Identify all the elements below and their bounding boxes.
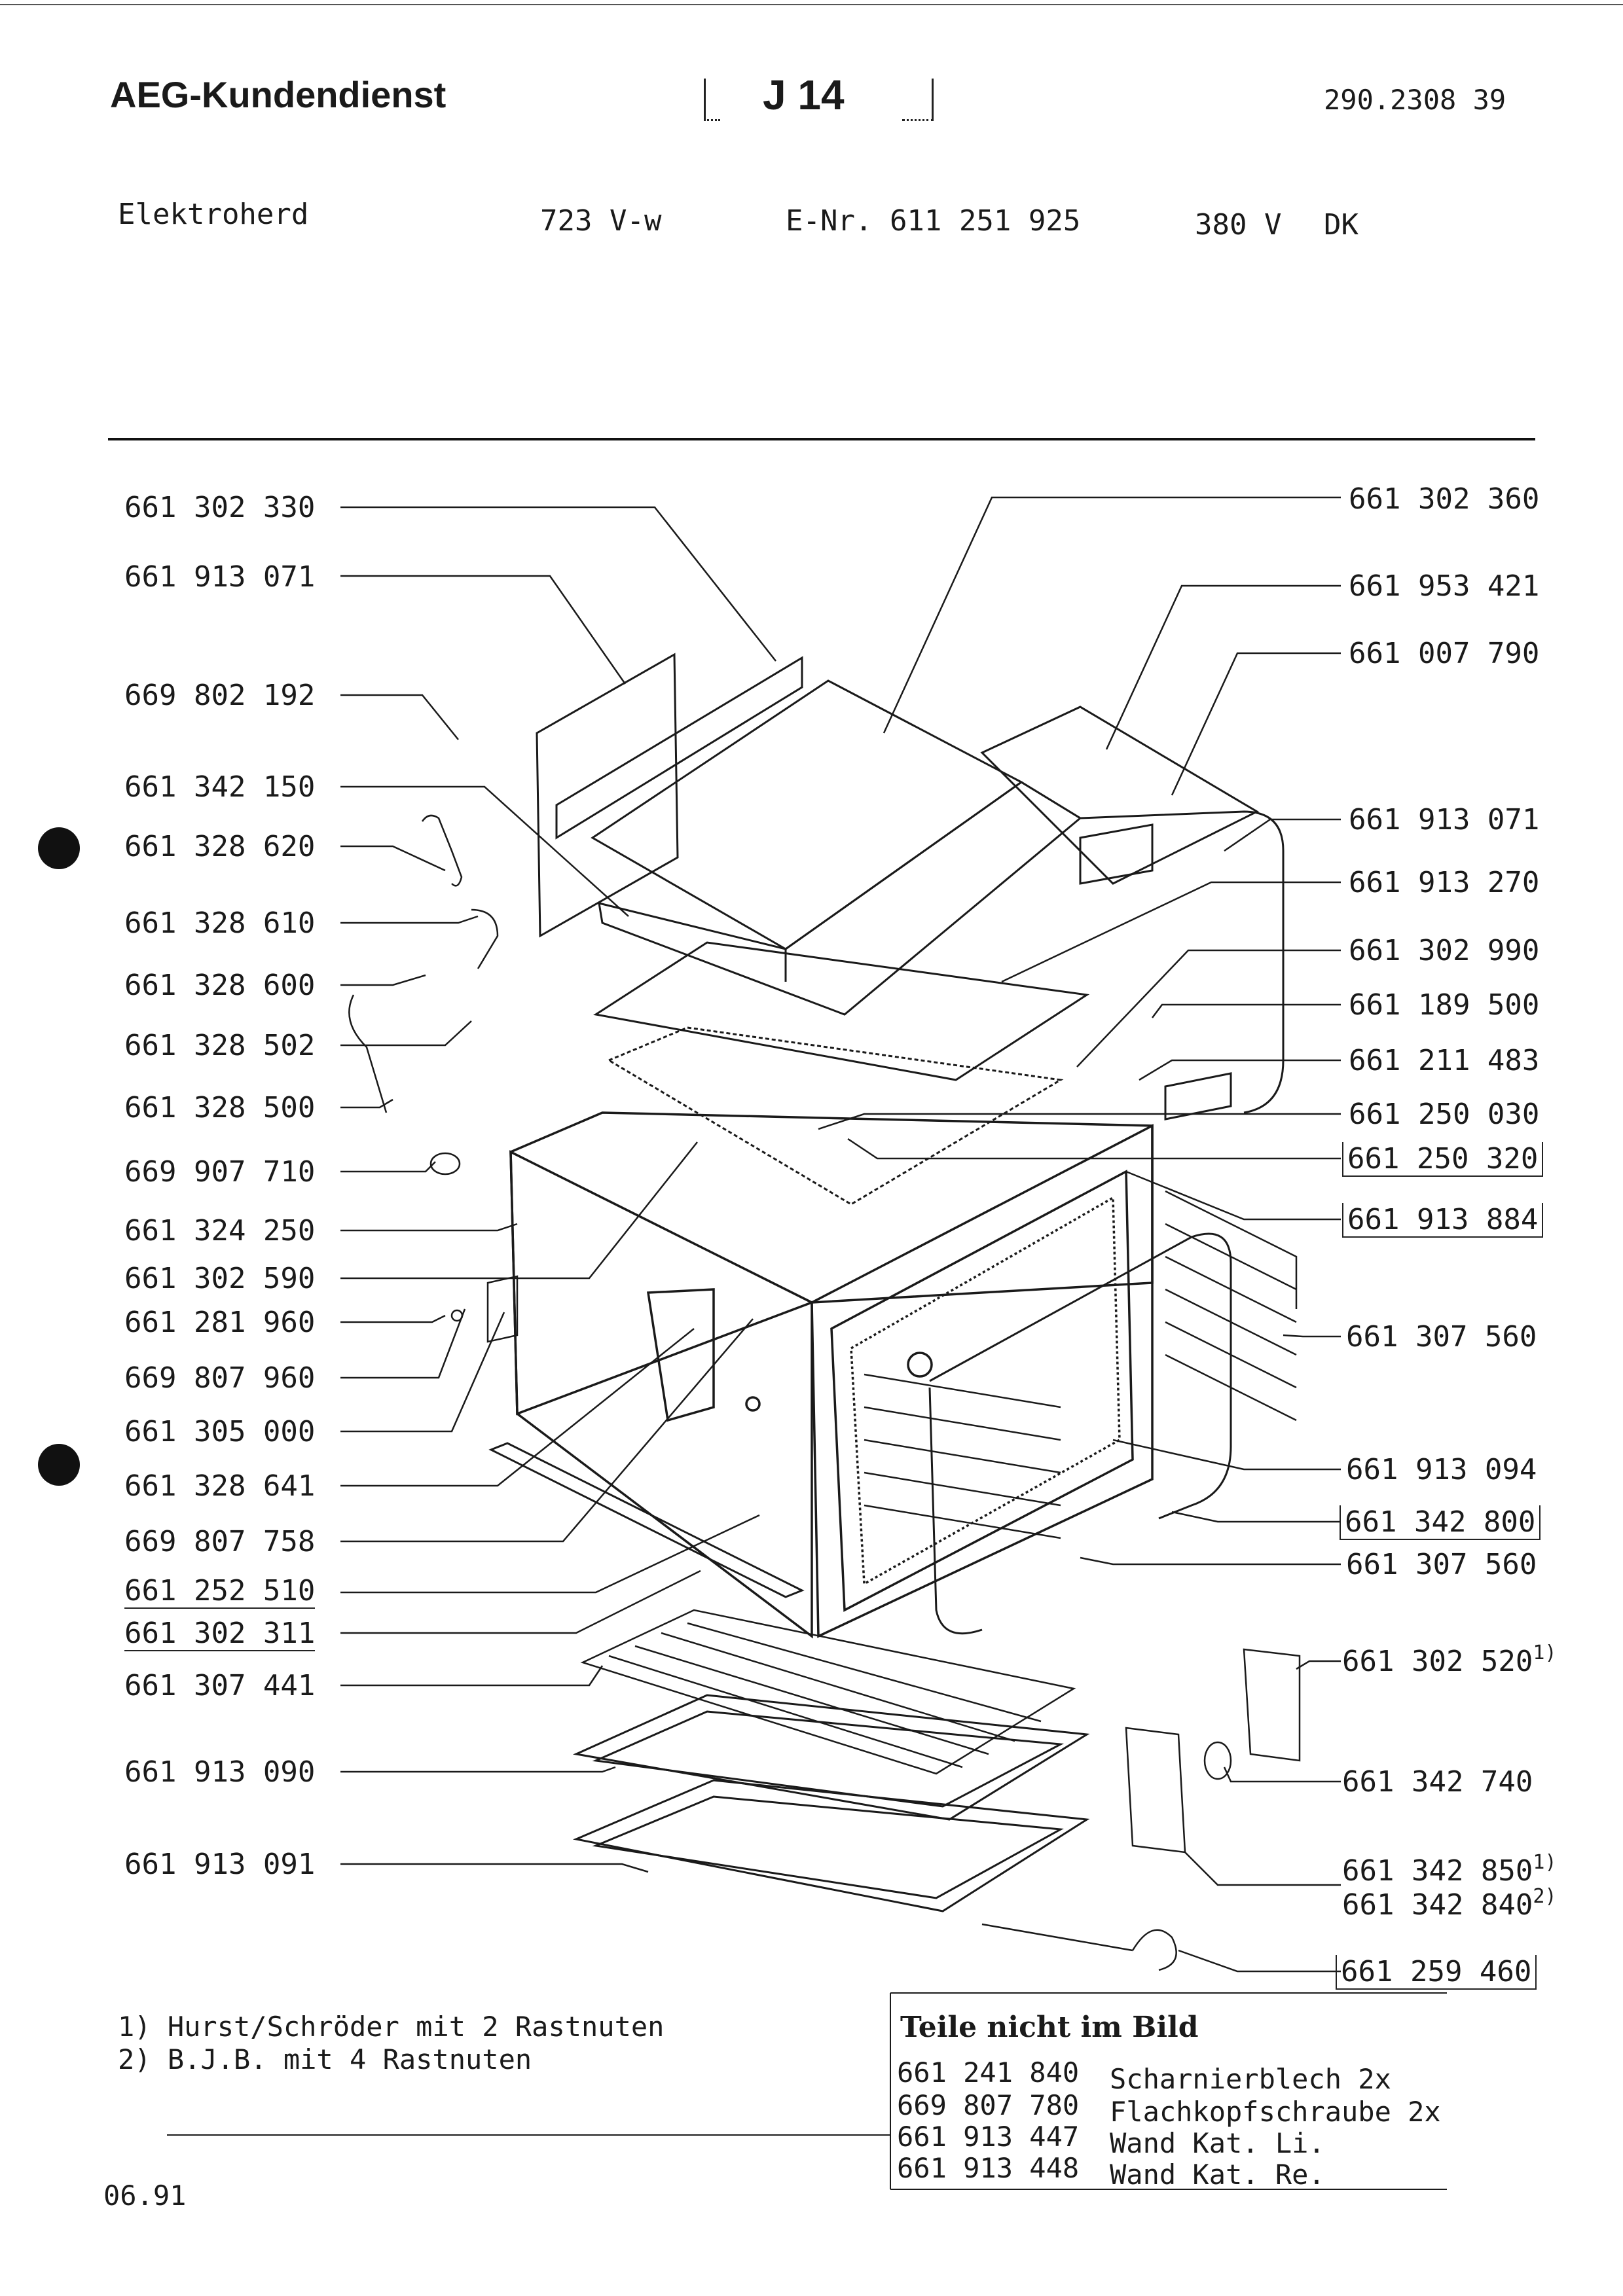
footnote-1: 1) Hurst/Schröder mit 2 Rastnuten	[118, 2011, 665, 2043]
part-number-right-footnoted: 661 342 8402)	[1342, 1885, 1557, 1922]
bullet-marker	[38, 827, 80, 869]
part-number-left: 669 807 758	[124, 1525, 316, 1558]
part-number-left: 661 328 620	[124, 830, 316, 863]
page-code: J 14	[763, 71, 845, 118]
part-number-left: 661 328 600	[124, 969, 316, 1002]
code-bracket-right	[902, 79, 934, 121]
part-number-left: 661 913 071	[124, 560, 316, 594]
document-number: 290.2308 39	[1324, 84, 1506, 116]
part-number-right: 661 189 500	[1349, 988, 1540, 1022]
table-rules	[167, 1992, 1447, 2190]
not-pictured-part: 661 241 840	[897, 2056, 1080, 2089]
part-number-left: 661 328 610	[124, 906, 316, 940]
part-number-text: 661 342 840	[1342, 1888, 1533, 1922]
part-number-left: 661 324 250	[124, 1214, 316, 1247]
e-number: E-Nr. 611 251 925	[786, 204, 1081, 238]
baking-tray	[572, 1694, 1090, 1821]
part-number-right: 661 302 360	[1349, 482, 1540, 516]
footnote-mark: 1)	[1533, 1641, 1557, 1664]
leader-lines-right	[818, 496, 1341, 1973]
part-number-right: 661 007 790	[1349, 637, 1540, 670]
part-number-left: 669 907 710	[124, 1155, 316, 1189]
oven-body	[509, 1111, 1154, 1639]
side-frame	[980, 706, 1285, 1121]
top-cover	[591, 679, 1082, 1016]
not-pictured-desc: Wand Kat. Li.	[1110, 2127, 1325, 2159]
country-code: DK	[1324, 208, 1359, 242]
bullet-marker	[38, 1444, 80, 1486]
part-number-left: 661 305 000	[124, 1415, 316, 1448]
part-number-left: 661 281 960	[124, 1306, 316, 1339]
part-number-right: 661 250 030	[1349, 1098, 1540, 1131]
part-number-right-boxed: 661 259 460	[1336, 1955, 1537, 1990]
top-rule	[0, 4, 1623, 5]
not-pictured-title: Teile nicht im Bild	[900, 2011, 1199, 2044]
part-number-right: 661 913 071	[1349, 803, 1540, 836]
part-number-left-underlined: 661 302 311	[124, 1617, 316, 1651]
not-pictured-desc: Wand Kat. Re.	[1110, 2159, 1325, 2191]
roasting-tin	[572, 1779, 1090, 1912]
part-number-right: 661 913 270	[1349, 866, 1540, 899]
product-type: Elektroherd	[118, 198, 309, 231]
part-number-right: 661 913 094	[1346, 1453, 1537, 1486]
part-number-left: 661 328 502	[124, 1029, 316, 1062]
footnote-2: 2) B.J.B. mit 4 Rastnuten	[118, 2043, 532, 2075]
part-number-left: 661 302 330	[124, 491, 316, 524]
not-pictured-part: 669 807 780	[897, 2089, 1080, 2121]
part-number-right: 661 307 560	[1346, 1320, 1537, 1354]
part-number-left: 661 328 641	[124, 1469, 316, 1503]
header-rule	[108, 438, 1535, 440]
not-pictured-desc: Flachkopfschraube 2x	[1110, 2096, 1441, 2128]
part-number-text: 661 342 850	[1342, 1854, 1533, 1888]
brand-title: AEG-Kundendienst	[110, 74, 447, 115]
small-parts	[348, 814, 1301, 1971]
not-pictured-part: 661 913 447	[897, 2121, 1080, 2153]
part-number-left: 661 307 441	[124, 1669, 316, 1702]
footnote-mark: 1)	[1533, 1851, 1557, 1874]
part-number-right-boxed: 661 250 320	[1342, 1142, 1544, 1177]
document-date: 06.91	[103, 2179, 187, 2212]
not-pictured-desc: Scharnierblech 2x	[1110, 2063, 1391, 2095]
code-bracket-left	[704, 79, 720, 121]
part-number-left: 661 342 150	[124, 770, 316, 804]
back-panel	[536, 653, 803, 938]
part-number-left: 661 913 091	[124, 1848, 316, 1881]
heating-element	[928, 1232, 1232, 1635]
part-number-left: 669 802 192	[124, 679, 316, 712]
part-number-left: 661 913 090	[124, 1755, 316, 1789]
side-racks	[864, 1190, 1298, 1539]
bottom-rail	[488, 1442, 805, 1598]
grill-rack	[580, 1609, 1076, 1775]
part-number-left: 661 302 590	[124, 1262, 316, 1295]
part-number-right: 661 211 483	[1349, 1044, 1540, 1077]
part-number-right-footnoted: 661 302 5201)	[1342, 1641, 1557, 1678]
footnote-mark: 2)	[1533, 1885, 1557, 1908]
leader-lines-left	[340, 506, 776, 1873]
part-number-right: 661 307 560	[1346, 1548, 1537, 1581]
part-number-right: 661 953 421	[1349, 569, 1540, 603]
part-number-text: 661 302 520	[1342, 1645, 1533, 1678]
part-number-left: 661 328 500	[124, 1091, 316, 1124]
voltage: 380 V	[1195, 208, 1282, 242]
part-number-left: 669 807 960	[124, 1361, 316, 1395]
part-number-right-boxed: 661 342 800	[1340, 1505, 1541, 1540]
not-pictured-part: 661 913 448	[897, 2152, 1080, 2184]
part-number-right: 661 342 740	[1342, 1765, 1533, 1799]
inner-plate	[593, 941, 1090, 1206]
part-number-left-underlined: 661 252 510	[124, 1574, 316, 1609]
part-number-right: 661 302 990	[1349, 934, 1540, 967]
part-number-right-boxed: 661 913 884	[1342, 1203, 1544, 1238]
product-model: 723 V-w	[540, 204, 662, 238]
part-number-right-footnoted: 661 342 8501)	[1342, 1851, 1557, 1888]
